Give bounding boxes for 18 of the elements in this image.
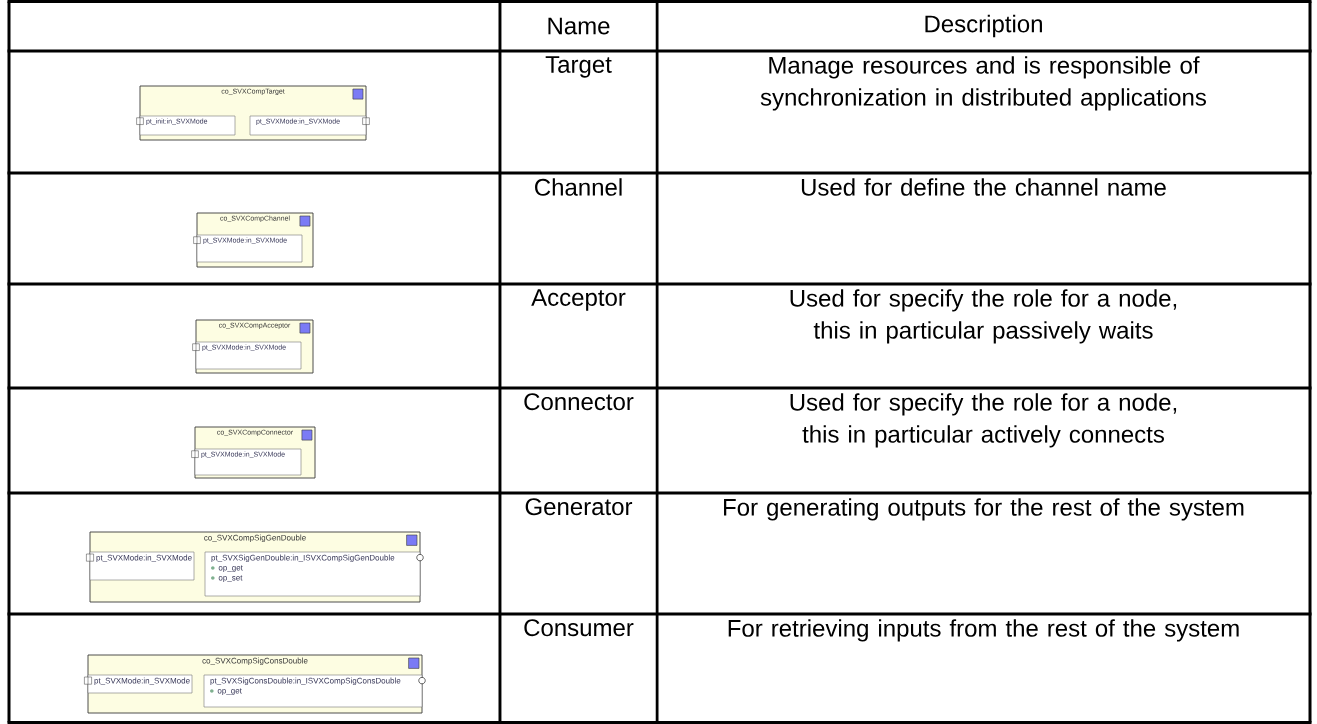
- column-header: Name: [548, 17, 610, 35]
- description-text: Used for define the channel name: [801, 178, 1166, 196]
- description-text: For generating outputs for the rest of the system: [724, 498, 1244, 521]
- port-box: pt_SVXMode:in_SVXMode: [87, 674, 193, 694]
- description-text: Used for specify the role for a node, this in particular actively connects: [790, 393, 1177, 448]
- row-name: Connector: [524, 393, 634, 411]
- port-box: pt_SVXSigConsDouble:in_ISVXCompSigConsDouble op_get: [203, 674, 423, 708]
- row-name: Acceptor: [531, 289, 626, 311]
- column-header: Description: [925, 14, 1042, 38]
- description-text: Manage resources and is responsible of synchronization in distributed applications: [760, 56, 1206, 111]
- port-box: pt_SVXMode:in_SVXMode: [89, 551, 195, 581]
- row-name: Channel: [535, 178, 622, 196]
- row-name: Consumer: [524, 619, 634, 637]
- port-box: pt_SVXSigGenDouble:in_ISVXCompSigGenDouble op_get op_set: [204, 551, 421, 597]
- row-name: Generator: [525, 498, 633, 516]
- description-text: For retrieving inputs from the rest of the system: [728, 619, 1239, 642]
- row-name: Target: [545, 56, 612, 78]
- description-text: Used for specify the role for a node, this in particular passively waits: [790, 289, 1177, 344]
